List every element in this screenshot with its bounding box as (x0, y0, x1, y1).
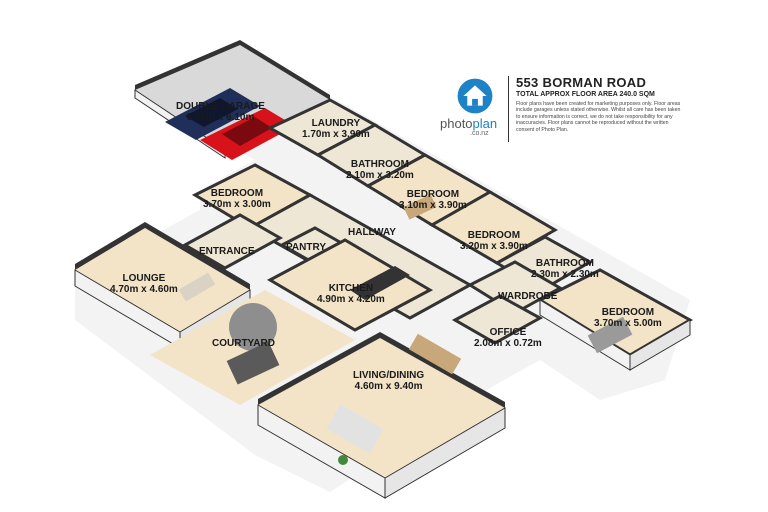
office-room (451, 294, 544, 345)
kitchen-room (266, 238, 434, 332)
living-dining-room (257, 332, 506, 499)
room-label-pantry: PANTRY (286, 242, 326, 253)
umbrella-icon (229, 303, 277, 351)
header-divider (508, 76, 509, 142)
room-label-entrance: ENTRANCE (199, 246, 255, 257)
brand-suffix: .co.nz (470, 130, 489, 137)
brand-name-a: photo (440, 116, 473, 131)
property-address: 553 BORMAN ROAD (516, 75, 647, 90)
disclaimer-text: Floor plans have been created for market… (516, 101, 681, 133)
room-label-hallway: HALLWAY (348, 227, 396, 238)
room-label-wardrobe: WARDROBE (498, 291, 558, 302)
bedroom-room-3 (428, 190, 559, 265)
courtyard-room (150, 290, 355, 405)
red-car-icon (200, 108, 295, 160)
blue-car-icon (165, 88, 260, 140)
plant-icon (338, 455, 348, 465)
room-label-courtyard: COURTYARD (212, 338, 275, 349)
brand-logo: photoplan (440, 116, 497, 131)
floor-area: TOTAL APPROX FLOOR AREA 240.0 SQM (516, 91, 655, 98)
brand-name-b: plan (472, 116, 498, 131)
lounge-room (74, 222, 251, 349)
bedroom-room-4 (536, 268, 694, 371)
entrance-room (181, 213, 284, 270)
house-icon (457, 78, 493, 114)
